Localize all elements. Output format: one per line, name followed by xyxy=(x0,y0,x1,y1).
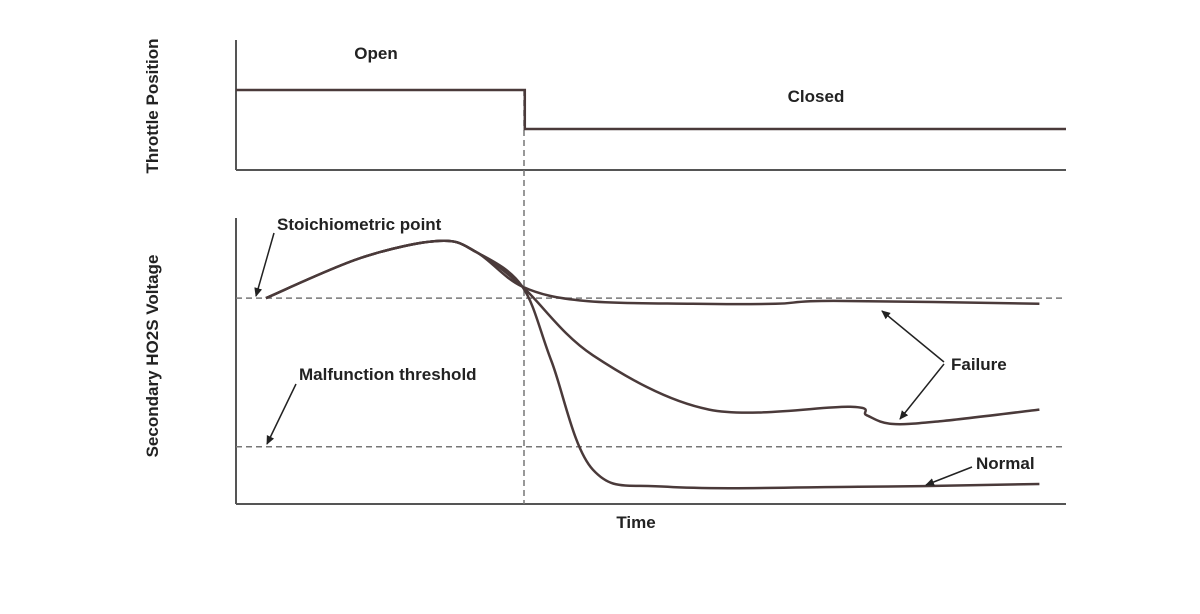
failure-arrow-upper xyxy=(881,310,945,363)
normal-annotation: Normal xyxy=(976,454,1035,473)
stoichiometric-arrow xyxy=(254,232,275,297)
normal-arrow xyxy=(925,466,973,486)
voltage-series-normal xyxy=(265,239,1040,490)
malfunction-arrow xyxy=(266,383,297,445)
stoichiometric-annotation: Stoichiometric point xyxy=(277,215,442,234)
voltage-y-axis-label: Secondary HO2S Voltage xyxy=(143,255,162,458)
malfunction-annotation: Malfunction threshold xyxy=(299,365,477,384)
failure-annotation: Failure xyxy=(951,355,1007,374)
open-label: Open xyxy=(354,44,397,63)
voltage-series-failure-mid xyxy=(265,239,1040,426)
failure-arrow-lower xyxy=(899,363,945,420)
throttle-series-line xyxy=(236,88,1066,131)
closed-label: Closed xyxy=(788,87,845,106)
throttle-y-axis-label: Throttle Position xyxy=(143,38,162,173)
x-axis-label: Time xyxy=(616,513,655,532)
